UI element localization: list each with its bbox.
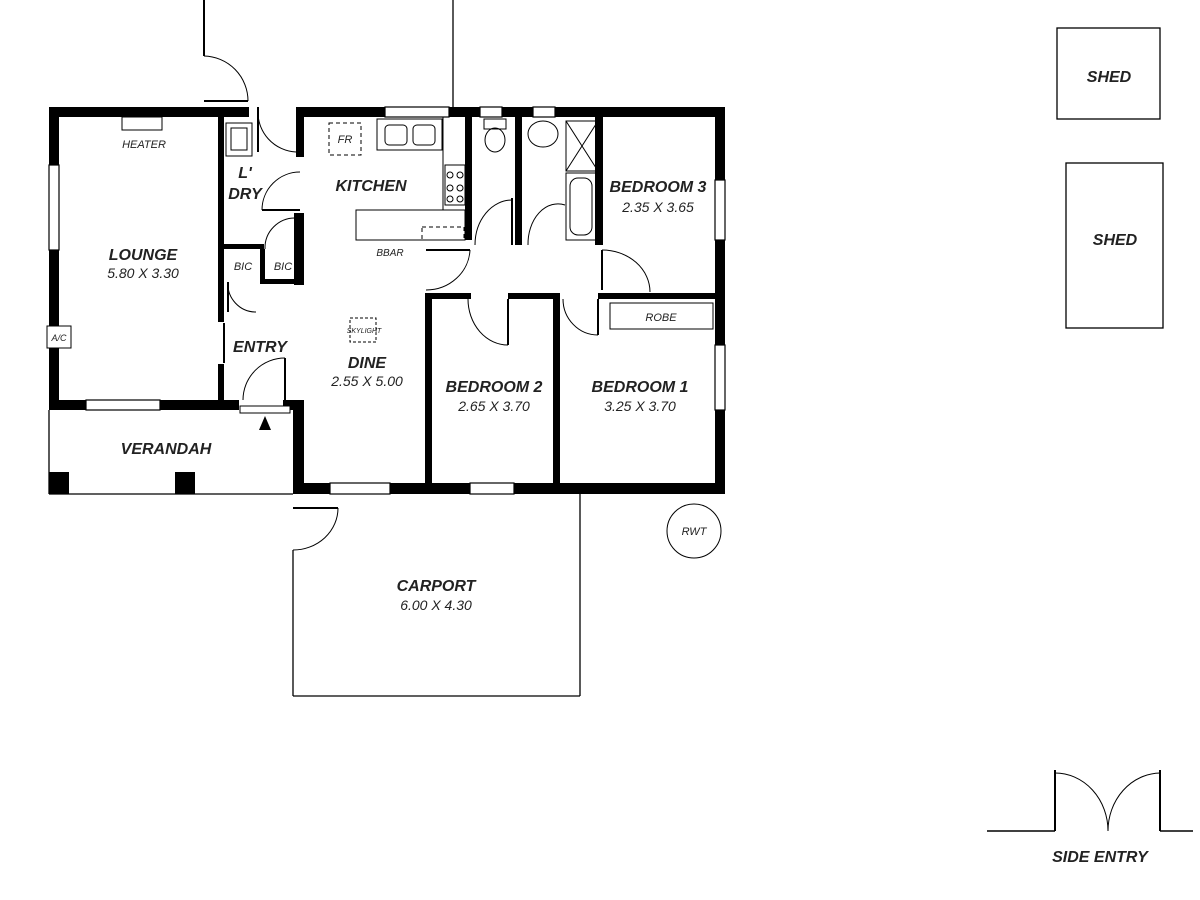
lounge-label: LOUNGE <box>109 247 179 264</box>
ac-label: A/C <box>50 333 67 343</box>
laundry-trough <box>225 122 253 157</box>
outlines <box>48 0 581 697</box>
toilet <box>483 118 507 130</box>
skylight <box>349 317 377 343</box>
bedroom1-dims: 3.25 X 3.70 <box>604 398 676 414</box>
room-labels: LOUNGE 5.80 X 3.30 KITCHEN L' DRY DINE 2… <box>107 69 1137 613</box>
kitchen-label: KITCHEN <box>335 178 407 195</box>
heater-unit <box>121 116 163 131</box>
fridge-space <box>328 122 362 156</box>
bedroom2-label: BEDROOM 2 <box>446 379 543 396</box>
robe <box>609 302 714 330</box>
heater-label: HEATER <box>122 139 166 151</box>
breakfast-bar <box>355 209 466 241</box>
bedroom1-label: BEDROOM 1 <box>592 379 689 396</box>
shed-bottom-label: SHED <box>1093 232 1138 249</box>
ac-unit <box>46 325 72 349</box>
dine-dims: 2.55 X 5.00 <box>330 373 403 389</box>
bedroom3-label: BEDROOM 3 <box>610 179 707 196</box>
carport-dims: 6.00 X 4.30 <box>400 597 472 613</box>
bbar-label: BBAR <box>376 248 403 259</box>
rwt-label: RWT <box>682 526 708 538</box>
basin <box>527 120 559 148</box>
bath <box>565 172 597 241</box>
exterior-walls <box>49 107 725 494</box>
bedroom2-dims: 2.65 X 3.70 <box>457 398 530 414</box>
bic-left-label: BIC <box>234 261 252 273</box>
fixtures <box>46 116 722 559</box>
laundry-label-line2: DRY <box>228 186 263 203</box>
dine-label: DINE <box>348 355 388 372</box>
shed-top <box>1056 27 1161 120</box>
skylight-label: SKYLIGHT <box>347 328 382 335</box>
doors <box>203 0 651 551</box>
shed-bottom <box>1065 162 1164 329</box>
laundry-label-line1: L' <box>238 165 253 182</box>
verandah-label: VERANDAH <box>121 441 212 458</box>
entry-label: ENTRY <box>233 339 288 356</box>
cooktop <box>444 164 466 206</box>
shower <box>565 120 599 172</box>
carport-label: CARPORT <box>397 578 477 595</box>
entry-threshold <box>239 405 291 414</box>
robe-label: ROBE <box>645 312 677 324</box>
bedroom3-dims: 2.35 X 3.65 <box>621 199 694 215</box>
side-entry-label: SIDE ENTRY <box>1052 849 1149 866</box>
fridge-label: FR <box>338 134 353 146</box>
interior-walls <box>218 107 716 485</box>
kitchen-sink <box>376 118 443 151</box>
shed-top-label: SHED <box>1087 69 1132 86</box>
rain-water-tank <box>666 503 722 559</box>
sheds <box>1056 27 1164 329</box>
fixture-labels: HEATER FR BIC BIC BBAR SKYLIGHT A/C ROBE… <box>50 134 1149 866</box>
windows <box>48 106 726 495</box>
bic-right-label: BIC <box>274 261 292 273</box>
entry-arrow-icon <box>259 416 271 430</box>
lounge-dims: 5.80 X 3.30 <box>107 265 179 281</box>
side-entry-gate <box>987 770 1193 832</box>
